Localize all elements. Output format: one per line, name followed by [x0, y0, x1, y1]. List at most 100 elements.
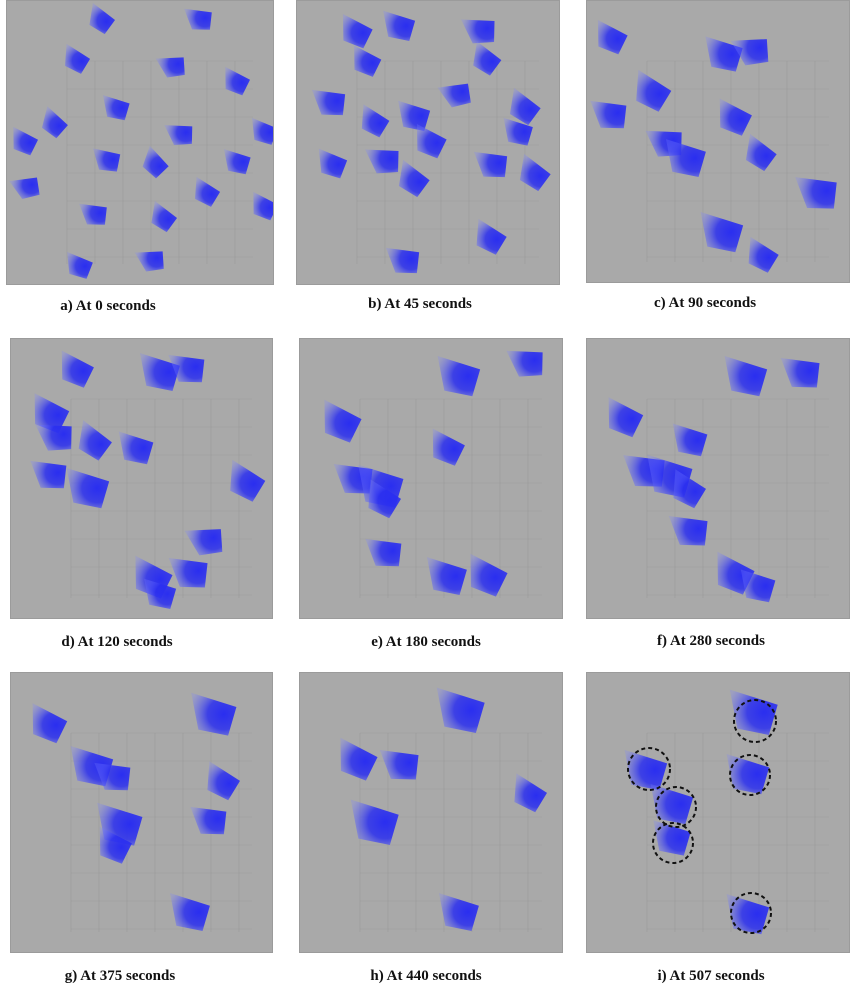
robot-blob	[427, 557, 467, 595]
caption-i: i) At 507 seconds	[657, 968, 765, 984]
robot-blob	[506, 350, 543, 377]
robot-blob	[32, 703, 68, 744]
robot-blob	[608, 397, 644, 438]
robot-blob	[668, 515, 708, 546]
robot-blob	[473, 151, 508, 178]
robot-blob	[476, 218, 507, 255]
caption-f: f) At 280 seconds	[657, 633, 765, 649]
robot-blob	[225, 66, 251, 96]
robot-blob	[30, 460, 67, 489]
robot-blob	[705, 36, 743, 72]
robot-blob	[416, 124, 447, 159]
robot-blob	[79, 203, 107, 225]
robot-blob	[168, 354, 205, 383]
robot-blob	[365, 149, 399, 174]
robot-blob	[597, 20, 628, 55]
robot-blob	[636, 69, 672, 112]
robot-blob	[590, 100, 627, 129]
robot-blob	[726, 893, 770, 935]
robot-blob	[140, 353, 180, 391]
cluster-circle	[733, 699, 777, 743]
robot-blob	[61, 350, 94, 388]
robot-blob	[184, 8, 212, 30]
snapshot-panel-c	[586, 0, 850, 283]
robot-blob	[151, 201, 178, 233]
snapshot-panel-a	[6, 0, 274, 285]
robot-blob	[170, 893, 210, 931]
robot-blob	[470, 553, 508, 597]
robot-blob	[35, 424, 72, 451]
caption-b: b) At 45 seconds	[368, 296, 472, 312]
robot-blob	[230, 459, 266, 502]
robot-blob	[398, 159, 430, 198]
robot-blob	[89, 3, 116, 35]
robot-blob	[190, 806, 227, 835]
robot-blob	[461, 19, 495, 44]
robot-blob	[354, 45, 382, 77]
robot-blob	[385, 247, 420, 274]
robot-blob	[252, 117, 273, 145]
robot-blob	[650, 783, 694, 825]
robot-blob	[134, 251, 164, 272]
robot-blob	[64, 43, 91, 74]
robot-blob	[503, 117, 533, 146]
floor-grid	[66, 60, 253, 264]
robot-blob	[103, 95, 130, 121]
robot-blob	[726, 753, 770, 795]
robot-blob	[673, 469, 706, 509]
robot-blob	[368, 479, 401, 519]
robot-blob	[361, 104, 390, 138]
robot-blob	[13, 126, 39, 156]
snapshot-panel-f	[586, 338, 850, 619]
robot-blob	[383, 10, 416, 41]
robot-blob	[795, 177, 837, 209]
robot-blob	[318, 148, 348, 179]
robot-blob	[700, 211, 744, 253]
snapshot-panel-h	[299, 672, 563, 953]
robot-blob	[719, 98, 752, 136]
robot-blob	[155, 57, 185, 78]
cluster-circle	[652, 822, 694, 864]
robot-blob	[164, 125, 193, 146]
caption-h: h) At 440 seconds	[370, 968, 482, 984]
snapshot-panel-e	[299, 338, 563, 619]
robot-blob	[311, 89, 346, 116]
caption-a: a) At 0 seconds	[60, 298, 156, 314]
robot-blob	[624, 749, 668, 791]
robot-blob	[437, 83, 471, 108]
robot-blob	[740, 569, 776, 603]
arena-view	[608, 355, 829, 603]
cluster-circle	[655, 786, 697, 828]
robot-blob	[93, 148, 121, 172]
snapshot-panel-g	[10, 672, 273, 953]
robot-blob	[66, 467, 110, 509]
robot-blob	[436, 687, 485, 733]
robot-blob	[78, 420, 112, 461]
robot-blob	[118, 431, 154, 465]
robot-blob	[514, 773, 547, 813]
arena-view	[30, 350, 266, 609]
robot-blob	[253, 191, 273, 221]
robot-blob	[653, 820, 691, 856]
robot-blob	[342, 14, 373, 49]
robot-blob	[224, 149, 251, 175]
robot-blob	[748, 236, 779, 273]
robot-blob	[34, 393, 70, 434]
robot-blob	[745, 133, 777, 172]
robot-blob	[142, 145, 169, 179]
robot-blob	[191, 692, 237, 736]
robot-blob	[724, 355, 768, 397]
robot-blob	[473, 41, 502, 76]
robot-blob	[398, 100, 431, 131]
arena-view	[340, 687, 547, 932]
robot-blob	[168, 557, 208, 588]
robot-blob	[379, 749, 419, 780]
robot-blob	[729, 689, 778, 735]
robot-blob	[437, 355, 481, 397]
robot-blob	[730, 39, 769, 66]
robot-blob	[184, 529, 223, 556]
arena-view	[9, 3, 273, 279]
robot-blob	[350, 799, 399, 845]
robot-blob	[340, 737, 378, 781]
robot-blob	[519, 153, 551, 192]
